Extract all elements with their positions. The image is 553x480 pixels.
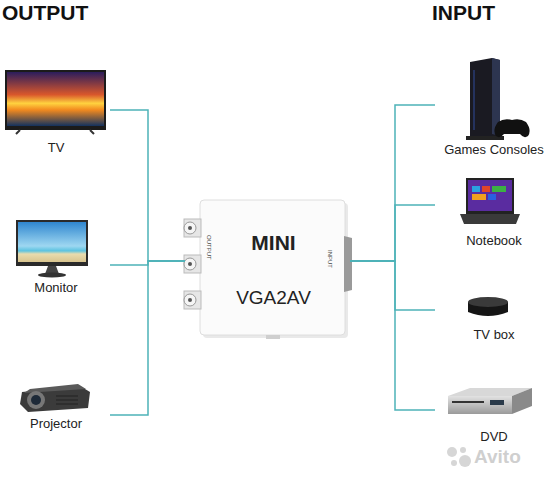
adapter-box: MINIVGA2AVOUTPUTINPUT (185, 195, 350, 340)
column-heading: OUTPUT (2, 2, 88, 23)
adapter-picture (184, 200, 352, 339)
connector-line (350, 205, 435, 261)
device-node: Monitor (2, 216, 110, 298)
connector-line (350, 105, 435, 261)
monitor-picture (16, 220, 88, 278)
device-label: TV box (435, 328, 553, 343)
tvbox-picture (468, 297, 508, 316)
watermark-logo (447, 447, 471, 467)
connector-line (350, 261, 435, 310)
column-heading: INPUT (432, 2, 495, 23)
connector-line (110, 110, 185, 261)
device-node: TV box (435, 290, 553, 342)
device-label: Projector (2, 417, 110, 432)
device-label: Notebook (435, 234, 553, 249)
device-node: Games Consoles (435, 55, 553, 160)
device-node: Notebook (435, 172, 553, 250)
device-label: Monitor (2, 281, 110, 296)
port-label: INPUT (326, 250, 333, 268)
device-title: VGA2AV (191, 287, 356, 309)
connector-line (110, 261, 185, 415)
watermark: Avito (474, 447, 521, 466)
device-node: DVD (435, 380, 553, 445)
device-label: DVD (435, 430, 553, 445)
tv-picture (5, 70, 106, 134)
port-label: OUTPUT (205, 235, 212, 260)
device-label: TV (2, 141, 110, 156)
projector-picture (20, 384, 90, 412)
device-node: TV (2, 66, 110, 158)
dvd-picture (448, 388, 532, 414)
laptop-picture (460, 178, 520, 224)
device-label: Games Consoles (435, 143, 553, 158)
device-node: Projector (2, 378, 110, 434)
connector-line (110, 261, 185, 265)
connector-line (350, 261, 435, 410)
console-picture (466, 58, 530, 140)
